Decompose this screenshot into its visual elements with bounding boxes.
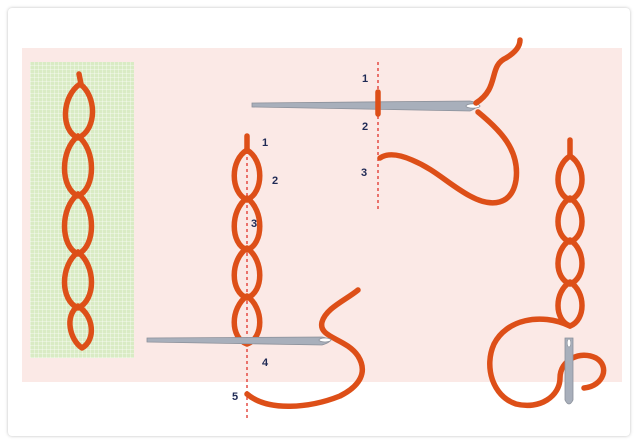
chain-label-1: 1 bbox=[262, 137, 268, 149]
chain-label-4: 4 bbox=[262, 357, 269, 369]
thread-top bbox=[378, 40, 520, 203]
chain-label-3: 3 bbox=[251, 218, 257, 230]
needle-top-label-1: 1 bbox=[362, 73, 368, 85]
needle-top-label-2: 2 bbox=[362, 121, 368, 133]
finished-chain-stitch bbox=[65, 74, 93, 348]
thread-finish bbox=[490, 140, 604, 405]
needle-chain bbox=[147, 337, 331, 345]
thread-chain bbox=[234, 136, 362, 406]
needle-top-label-3: 3 bbox=[361, 167, 367, 179]
needle-top bbox=[252, 101, 480, 111]
chain-label-5: 5 bbox=[232, 391, 238, 403]
chain-label-2: 2 bbox=[272, 175, 278, 187]
needle-finish bbox=[565, 338, 573, 404]
